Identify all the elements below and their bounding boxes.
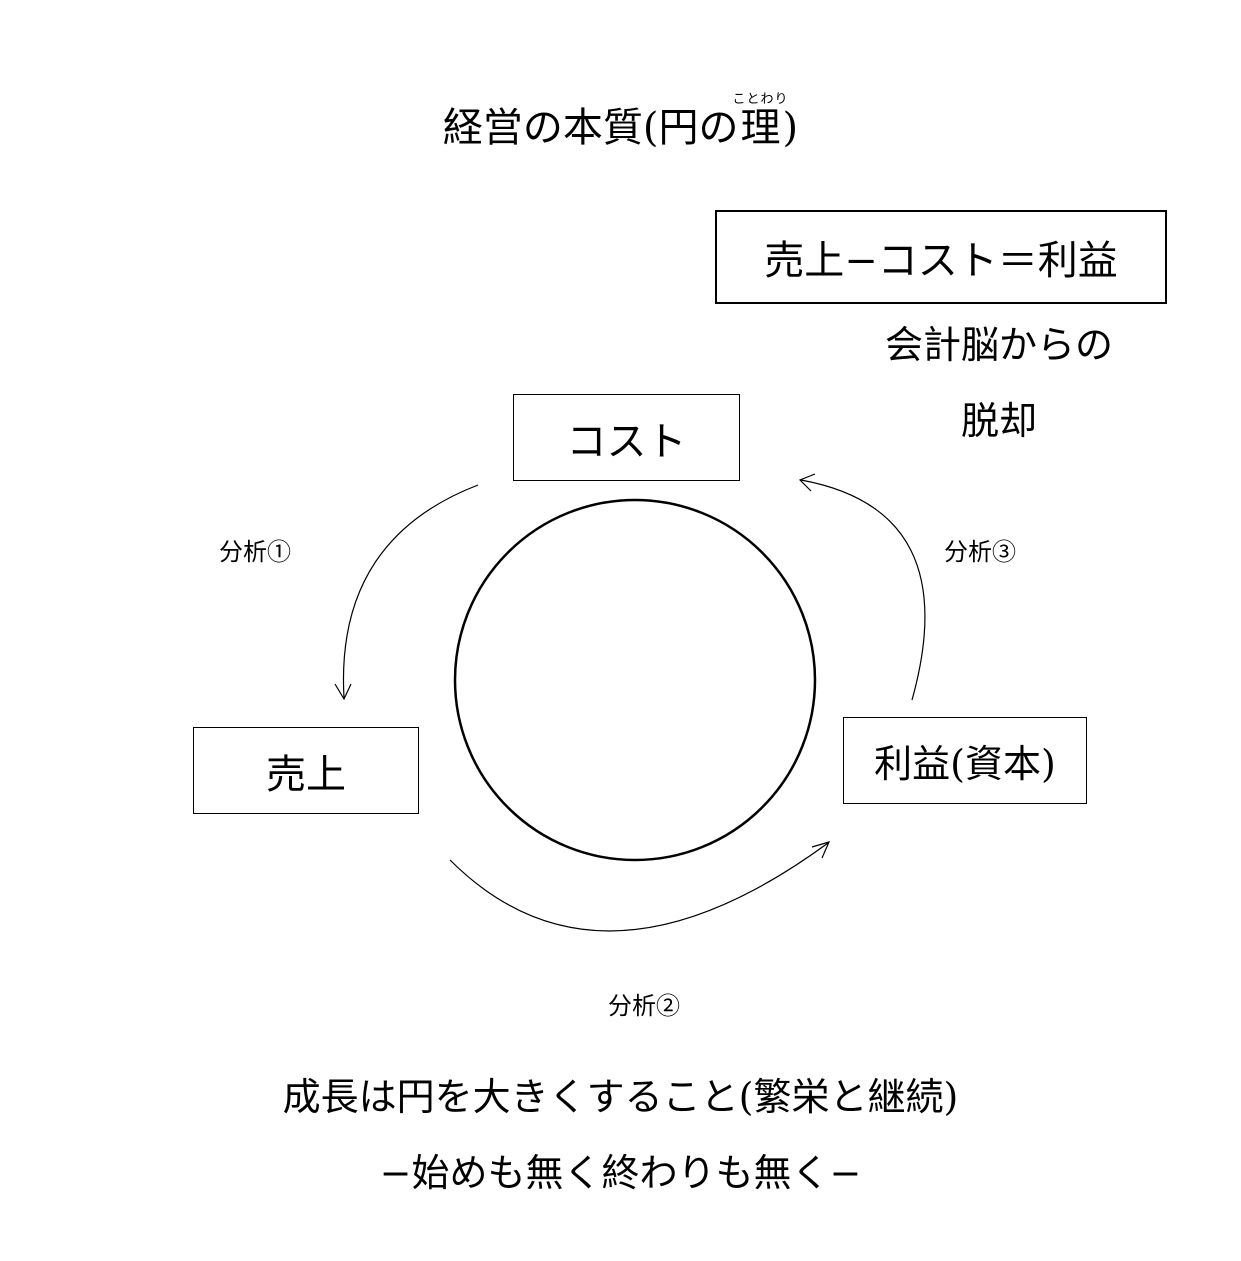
title-ruby: 理ことわり (732, 92, 788, 151)
node-cost: コスト (513, 394, 740, 481)
side-note-line1: 会計脳からの (884, 323, 1113, 367)
arrowhead-profit-to-cost (798, 473, 816, 492)
arrow-cost-to-sales (342, 484, 479, 699)
formula-text: 売上−コスト＝利益 (764, 238, 1118, 284)
arrow-label-analysis3: 分析③ (944, 538, 1016, 566)
side-note-line2: 脱却 (960, 399, 1037, 443)
bottom-text-line1: 成長は円を大きくすること(繁栄と継続) (282, 1075, 959, 1119)
arrow-sales-to-profit (449, 842, 829, 932)
arrow-profit-to-cost (800, 479, 926, 701)
formula-box: 売上−コスト＝利益 (715, 210, 1167, 304)
bottom-text-line2: −始めも無く終わりも無く− (379, 1151, 862, 1195)
arrow-label-analysis2: 分析② (608, 992, 680, 1020)
title-ruby-base: 理 (732, 105, 789, 151)
central-circle (453, 498, 817, 862)
arrowhead-sales-to-profit (811, 841, 831, 859)
arrowhead-cost-to-sales (334, 683, 352, 701)
title-suffix: ) (782, 105, 799, 151)
title-prefix: 経営の本質(円の (442, 105, 739, 151)
arrow-label-analysis1: 分析① (219, 538, 291, 566)
page-title: 経営の本質(円の理ことわり) (0, 92, 1241, 154)
node-sales-label: 売上 (266, 751, 346, 798)
node-profit: 利益(資本) (843, 717, 1087, 804)
node-cost-label: コスト (566, 418, 687, 465)
node-profit-label: 利益(資本) (874, 742, 1056, 786)
node-sales: 売上 (193, 727, 419, 814)
title-ruby-reading: ことわり (732, 92, 789, 107)
